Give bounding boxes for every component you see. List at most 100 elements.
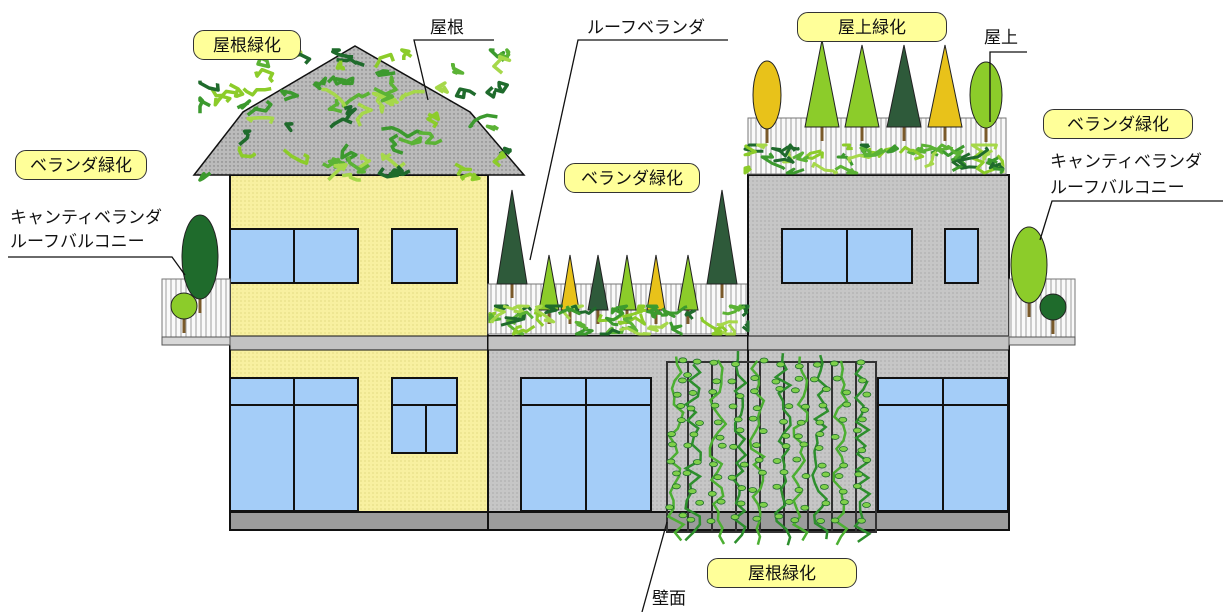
vine-leaf bbox=[752, 515, 762, 522]
vine-leaf bbox=[794, 375, 804, 382]
vine-leaf bbox=[665, 504, 675, 511]
roof-vegetation bbox=[331, 48, 354, 59]
vine-leaf bbox=[834, 473, 844, 479]
vine-leaf bbox=[856, 359, 866, 366]
vine-leaf bbox=[775, 385, 785, 392]
rooftop-vegetation bbox=[863, 147, 887, 158]
vine-leaf bbox=[712, 378, 721, 385]
roof-vegetation bbox=[450, 63, 465, 75]
vine-leaf bbox=[776, 361, 786, 368]
roof-vegetation bbox=[358, 154, 372, 170]
veranda-vegetation bbox=[636, 304, 647, 313]
rooftop-vegetation bbox=[756, 143, 768, 150]
rooftop-vegetation bbox=[978, 149, 993, 161]
vine-leaf bbox=[710, 402, 720, 409]
veranda-vegetation bbox=[502, 304, 531, 311]
roof-vegetation bbox=[434, 81, 449, 94]
roof-vegetation bbox=[485, 124, 500, 132]
veranda-vegetation bbox=[489, 307, 506, 324]
rooftop-vegetation bbox=[771, 145, 800, 153]
rooftop-vegetation bbox=[970, 143, 998, 153]
vine-leaf bbox=[733, 416, 743, 423]
vine-leaf bbox=[709, 359, 719, 366]
roof-vegetation bbox=[388, 133, 404, 155]
vine-leaf bbox=[683, 442, 693, 449]
veranda-vegetation bbox=[699, 316, 728, 333]
roof-vegetation bbox=[246, 116, 275, 125]
rooftop-vegetation bbox=[760, 152, 786, 171]
roof-vegetation bbox=[454, 162, 473, 176]
rooftop-vegetation bbox=[834, 164, 859, 175]
vine-leaf bbox=[819, 483, 829, 490]
rooftop-vegetation bbox=[956, 146, 989, 169]
conifer-tree bbox=[886, 44, 922, 128]
conifer-tree bbox=[617, 254, 637, 311]
vine-leaf bbox=[852, 427, 862, 434]
vine-leaf bbox=[677, 417, 686, 424]
veranda-vegetation bbox=[646, 307, 657, 319]
roof-vegetation bbox=[498, 146, 512, 156]
roof-vegetation bbox=[384, 75, 398, 96]
vine-leaf bbox=[727, 378, 737, 385]
veranda-vegetation bbox=[646, 321, 669, 333]
roof-vegetation bbox=[340, 143, 358, 162]
roof-vegetation bbox=[329, 117, 353, 129]
roof-vegetation bbox=[374, 69, 396, 78]
vine-leaf bbox=[842, 389, 852, 396]
roof-vegetation bbox=[336, 57, 365, 67]
vine-leaf bbox=[772, 483, 782, 490]
climbing-vine bbox=[773, 353, 793, 546]
veranda-vegetation bbox=[721, 323, 737, 336]
vine-leaf bbox=[801, 403, 810, 410]
window bbox=[391, 377, 458, 454]
vine-leaf bbox=[686, 516, 696, 523]
vine-leaf bbox=[695, 499, 705, 506]
vine-leaf bbox=[839, 446, 848, 452]
vine-leaf bbox=[739, 461, 749, 468]
roof-vegetation bbox=[242, 86, 272, 97]
roof-vegetation bbox=[460, 172, 481, 182]
conifer-tree bbox=[677, 254, 699, 311]
conifer-tree bbox=[587, 254, 609, 311]
vine-leaf bbox=[814, 445, 824, 451]
vine-leaf bbox=[794, 487, 804, 493]
vine-leaf bbox=[752, 405, 762, 412]
round-tree bbox=[969, 61, 1003, 129]
roof-vegetation bbox=[418, 131, 443, 146]
vine-leaf bbox=[799, 441, 809, 448]
vine-leaf bbox=[683, 372, 693, 378]
rooftop-vegetation bbox=[946, 144, 964, 160]
roof-vegetation bbox=[335, 60, 346, 71]
window bbox=[391, 228, 458, 284]
veranda-vegetation bbox=[511, 324, 536, 336]
vine-leaf bbox=[857, 517, 866, 524]
vine-leaf bbox=[754, 457, 764, 463]
vine-leaf bbox=[816, 518, 826, 524]
rooftop-vegetation bbox=[847, 153, 873, 163]
veranda-greening-tag-left: ベランダ緑化 bbox=[15, 150, 147, 180]
vine-leaf bbox=[817, 462, 827, 469]
vine-leaf bbox=[692, 459, 702, 465]
window bbox=[944, 228, 979, 284]
climbing-vine bbox=[853, 365, 872, 543]
roof-vegetation bbox=[492, 151, 507, 168]
conifer-tree bbox=[706, 189, 738, 285]
conifer-tree bbox=[844, 44, 880, 128]
climbing-vine bbox=[683, 363, 703, 542]
climbing-vine bbox=[708, 359, 728, 545]
veranda-vegetation bbox=[500, 315, 524, 327]
right-building bbox=[747, 117, 1010, 513]
roof-greening-tag: 屋根緑化 bbox=[193, 30, 301, 60]
vine-leaf bbox=[728, 403, 738, 410]
vine-leaf bbox=[779, 418, 788, 425]
roof-vegetation bbox=[493, 80, 509, 94]
veranda-vegetation bbox=[684, 309, 696, 320]
roof-vegetation bbox=[321, 87, 348, 109]
roof-vegetation bbox=[236, 99, 252, 110]
roof-label: 屋根 bbox=[430, 18, 464, 38]
vine-leaf bbox=[750, 375, 760, 381]
vine-leaf bbox=[838, 416, 848, 423]
round-tree bbox=[181, 214, 219, 300]
roof-vegetation bbox=[346, 156, 370, 174]
